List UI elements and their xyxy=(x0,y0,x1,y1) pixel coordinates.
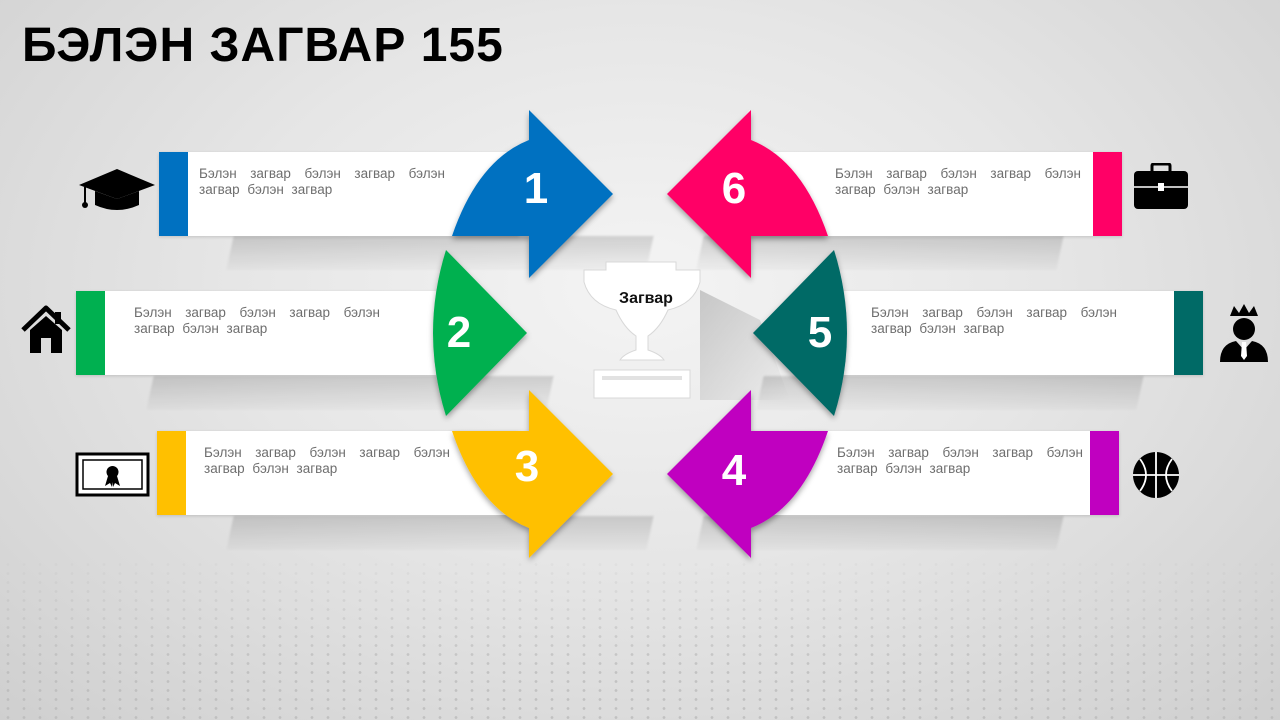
certificate-icon xyxy=(75,452,150,497)
dotted-floor-background xyxy=(0,560,1280,720)
step-number-2: 2 xyxy=(446,308,472,357)
arrow-segment-6 xyxy=(667,110,828,278)
step-number-3: 3 xyxy=(514,442,540,491)
item-color-bar xyxy=(157,431,186,515)
trophy-icon xyxy=(583,261,701,399)
item-text: Бэлэн загвар бэлэн загвар бэлэн загвар б… xyxy=(134,305,380,336)
person-crown-icon xyxy=(1220,304,1268,362)
item-text: Бэлэн загвар бэлэн загвар бэлэн загвар б… xyxy=(199,166,445,197)
arrow-segment-3 xyxy=(452,390,613,558)
item-text: Бэлэн загвар бэлэн загвар бэлэн загвар б… xyxy=(835,166,1081,197)
step-number-6: 6 xyxy=(721,164,747,213)
item-color-bar xyxy=(76,291,105,375)
arrow-segment-2 xyxy=(433,250,527,416)
item-text: Бэлэн загвар бэлэн загвар бэлэн загвар б… xyxy=(204,445,450,476)
item-color-bar xyxy=(1093,152,1122,236)
item-text: Бэлэн загвар бэлэн загвар бэлэн загвар б… xyxy=(837,445,1083,476)
house-icon xyxy=(21,305,71,353)
item-card-2: Бэлэн загвар бэлэн загвар бэлэн загвар б… xyxy=(76,291,436,375)
graduation-cap-icon xyxy=(79,169,155,210)
step-number-1: 1 xyxy=(523,164,549,213)
arrow-segment-5 xyxy=(753,250,847,416)
center-label: Загвар xyxy=(619,290,673,307)
item-color-bar xyxy=(1090,431,1119,515)
item-card-4: Бэлэн загвар бэлэн загвар бэлэн загвар б… xyxy=(740,431,1119,515)
page-title: БЭЛЭН ЗАГВАР 155 xyxy=(22,19,504,72)
step-number-5: 5 xyxy=(807,308,833,357)
arrow-segment-1 xyxy=(452,110,613,278)
item-text: Бэлэн загвар бэлэн загвар бэлэн загвар б… xyxy=(871,305,1117,336)
item-card-5: Бэлэн загвар бэлэн загвар бэлэн загвар б… xyxy=(800,291,1203,375)
briefcase-icon xyxy=(1134,163,1188,209)
arrow-segment-4 xyxy=(667,390,828,558)
item-color-bar xyxy=(1174,291,1203,375)
step-number-4: 4 xyxy=(721,446,747,495)
item-color-bar xyxy=(159,152,188,236)
trophy-shadow xyxy=(700,290,790,400)
basketball-icon xyxy=(1133,452,1179,498)
